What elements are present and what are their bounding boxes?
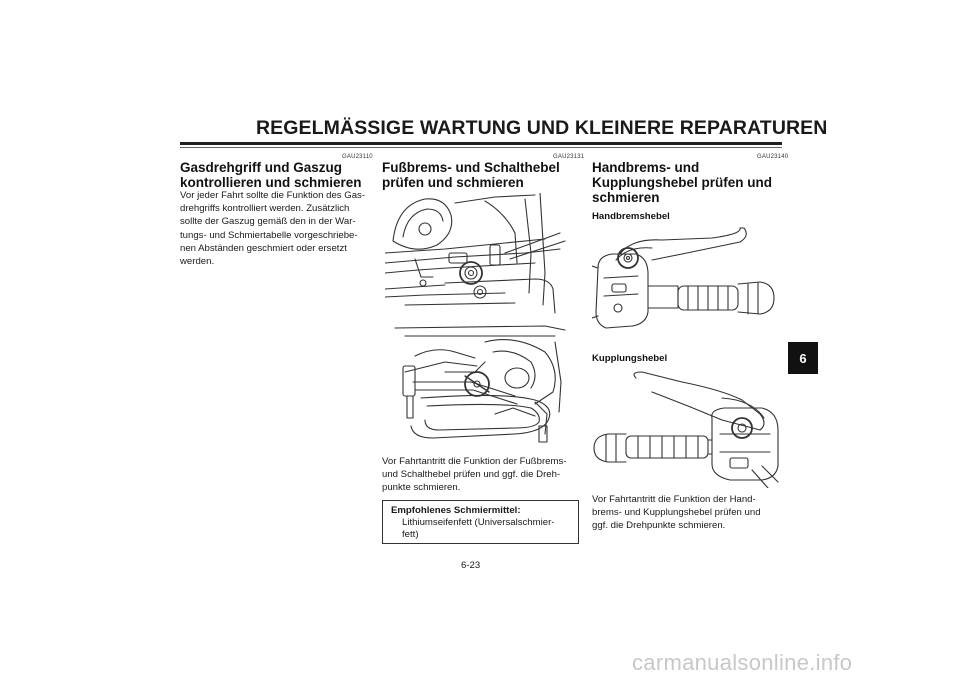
page-title: REGELMÄSSIGE WARTUNG UND KLEINERE REPARA…: [256, 117, 828, 139]
lubricant-label: Empfohlenes Schmiermittel:: [391, 505, 521, 516]
title-rule: [180, 142, 782, 145]
page-number: 6-23: [461, 560, 481, 571]
clutch-lever-illustration: [593, 371, 779, 488]
lubricant-value-cont: fett): [402, 528, 419, 540]
heading-hand-levers: Handbrems- und Kupplungshebel prüfen und…: [592, 160, 772, 205]
lubricant-box: Empfohlenes Schmiermittel: Lithiumseifen…: [382, 500, 579, 544]
section-code-hand-levers: GAU23140: [757, 154, 789, 160]
subheading-brake-lever: Handbremshebel: [592, 211, 670, 222]
shift-lever-illustration: [394, 325, 566, 443]
heading-throttle: Gasdrehgriff und Gaszug kontrollieren un…: [180, 160, 362, 190]
body-hand-levers: Vor Fahrtantritt die Funktion der Hand- …: [592, 494, 761, 532]
section-code-foot-levers: GAU23131: [553, 154, 585, 160]
heading-foot-levers: Fußbrems- und Schalthebel prüfen und sch…: [382, 160, 560, 190]
section-code-throttle: GAU23110: [342, 154, 373, 160]
title-rule-thin: [180, 147, 782, 148]
body-foot-levers: Vor Fahrtantritt die Funktion der Fußbre…: [382, 456, 567, 494]
subheading-clutch-lever: Kupplungshebel: [592, 353, 668, 364]
chapter-tab: 6: [788, 342, 818, 374]
lubricant-value: Lithiumseifenfett (Universalschmier-: [402, 516, 555, 528]
watermark: carmanualsonline.info: [632, 650, 853, 675]
brake-pedal-illustration: [385, 193, 566, 314]
hand-brake-lever-illustration: [592, 227, 775, 329]
body-throttle: Vor jeder Fahrt sollte die Funktion des …: [180, 190, 366, 268]
